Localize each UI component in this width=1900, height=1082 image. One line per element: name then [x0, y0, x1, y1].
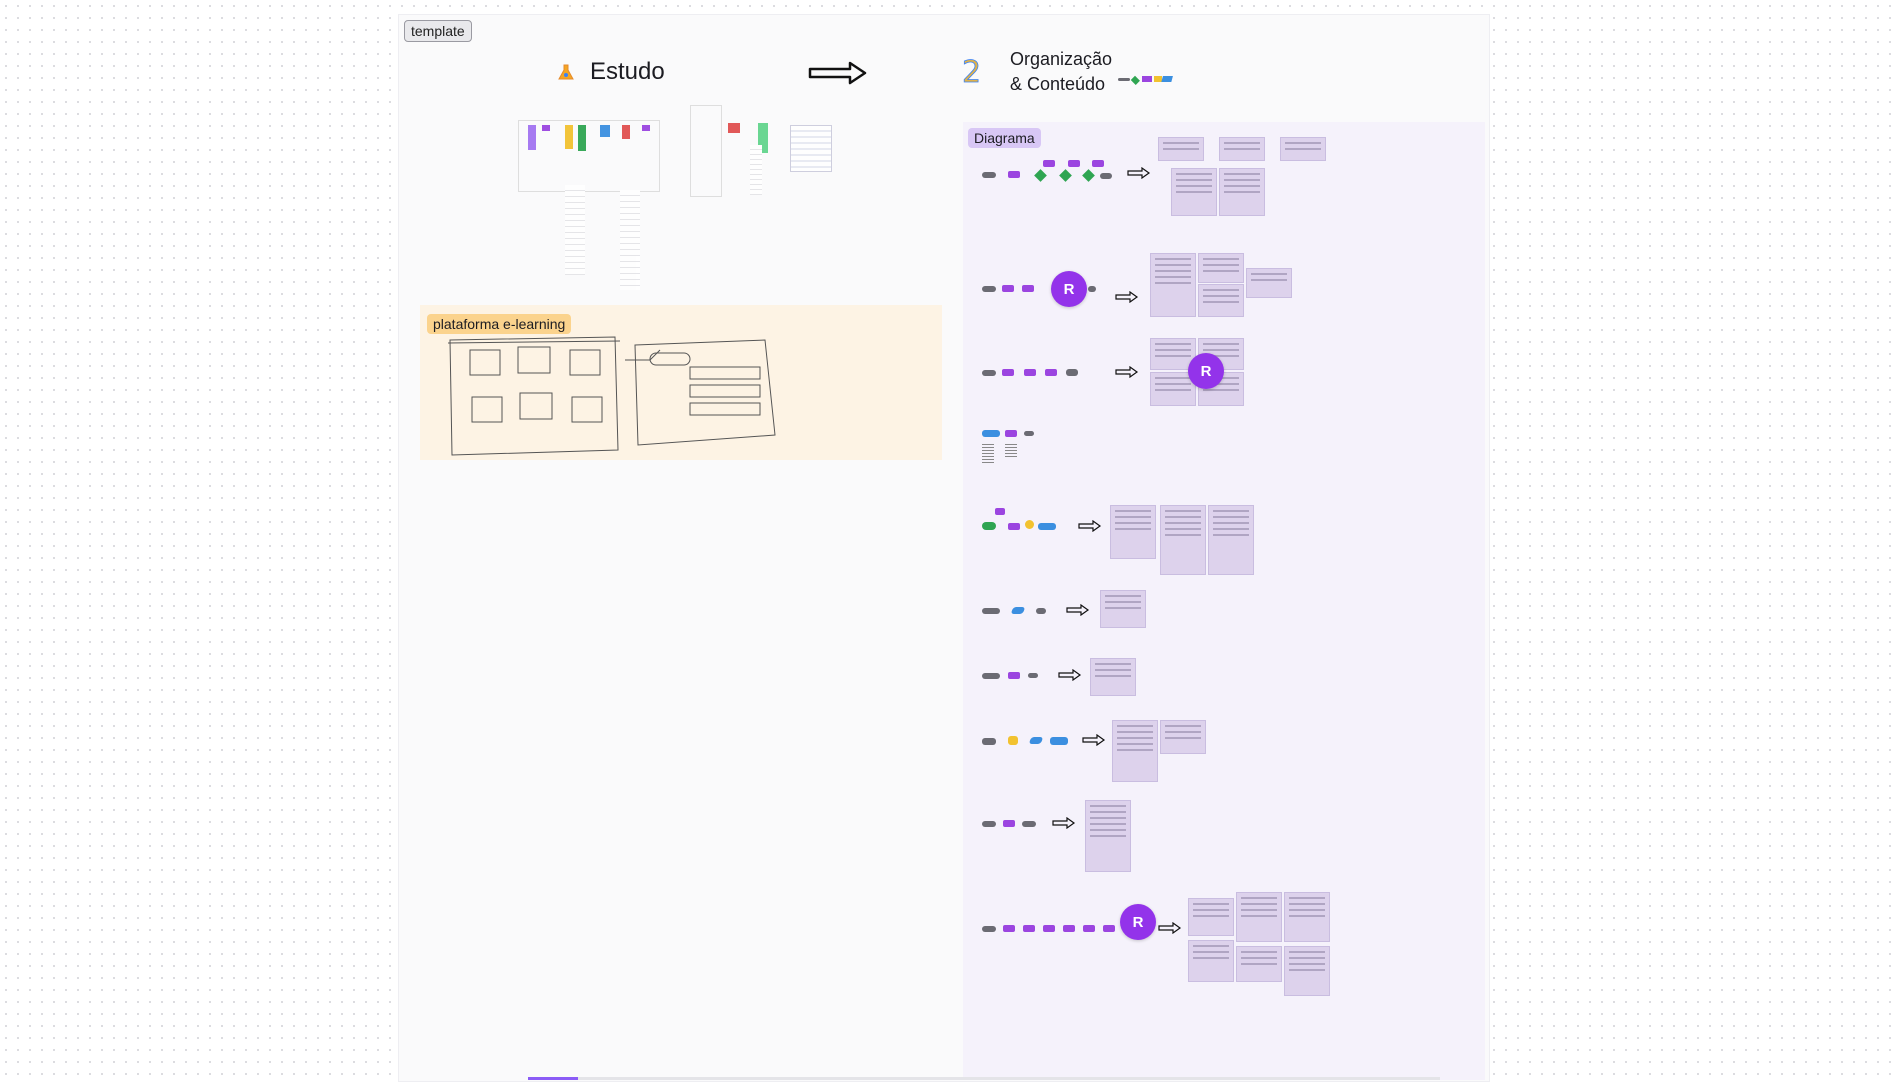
flask-icon	[558, 64, 574, 80]
bottom-toolbar-edge	[528, 1077, 1440, 1080]
template-badge[interactable]: template	[404, 20, 472, 42]
wireframe-sketch	[447, 336, 776, 456]
study-title: Estudo	[590, 58, 665, 85]
user-avatar-r-1[interactable]: R	[1051, 271, 1087, 307]
big-arrow-icon	[808, 61, 867, 85]
row-arrow-icon	[1078, 520, 1102, 532]
org-title-line2: & Conteúdo	[1010, 74, 1106, 94]
user-avatar-r-3[interactable]: R	[1120, 904, 1156, 940]
row-arrow-icon	[1058, 669, 1082, 681]
org-title-line1: Organização	[1010, 49, 1113, 69]
svg-text:2: 2	[962, 55, 981, 88]
number-two-icon: 2	[962, 55, 982, 88]
diagram-label[interactable]: Diagrama	[968, 128, 1041, 148]
study-board-thumbnail[interactable]	[490, 95, 850, 295]
org-title: Organização & Conteúdo	[1010, 47, 1112, 97]
row-arrow-icon	[1082, 734, 1106, 746]
mini-flow-preview	[1118, 75, 1173, 85]
bottom-toolbar-accent	[528, 1077, 578, 1080]
row-arrow-icon	[1158, 922, 1182, 934]
row-arrow-icon	[1066, 604, 1090, 616]
row-arrow-icon	[1115, 366, 1139, 378]
sketch-area[interactable]	[420, 305, 942, 460]
user-avatar-r-2[interactable]: R	[1188, 353, 1224, 389]
row-arrow-icon	[1052, 817, 1076, 829]
sketch-label[interactable]: plataforma e-learning	[427, 314, 572, 334]
row-arrow-icon	[1115, 291, 1139, 303]
row-arrow-icon	[1127, 167, 1151, 179]
